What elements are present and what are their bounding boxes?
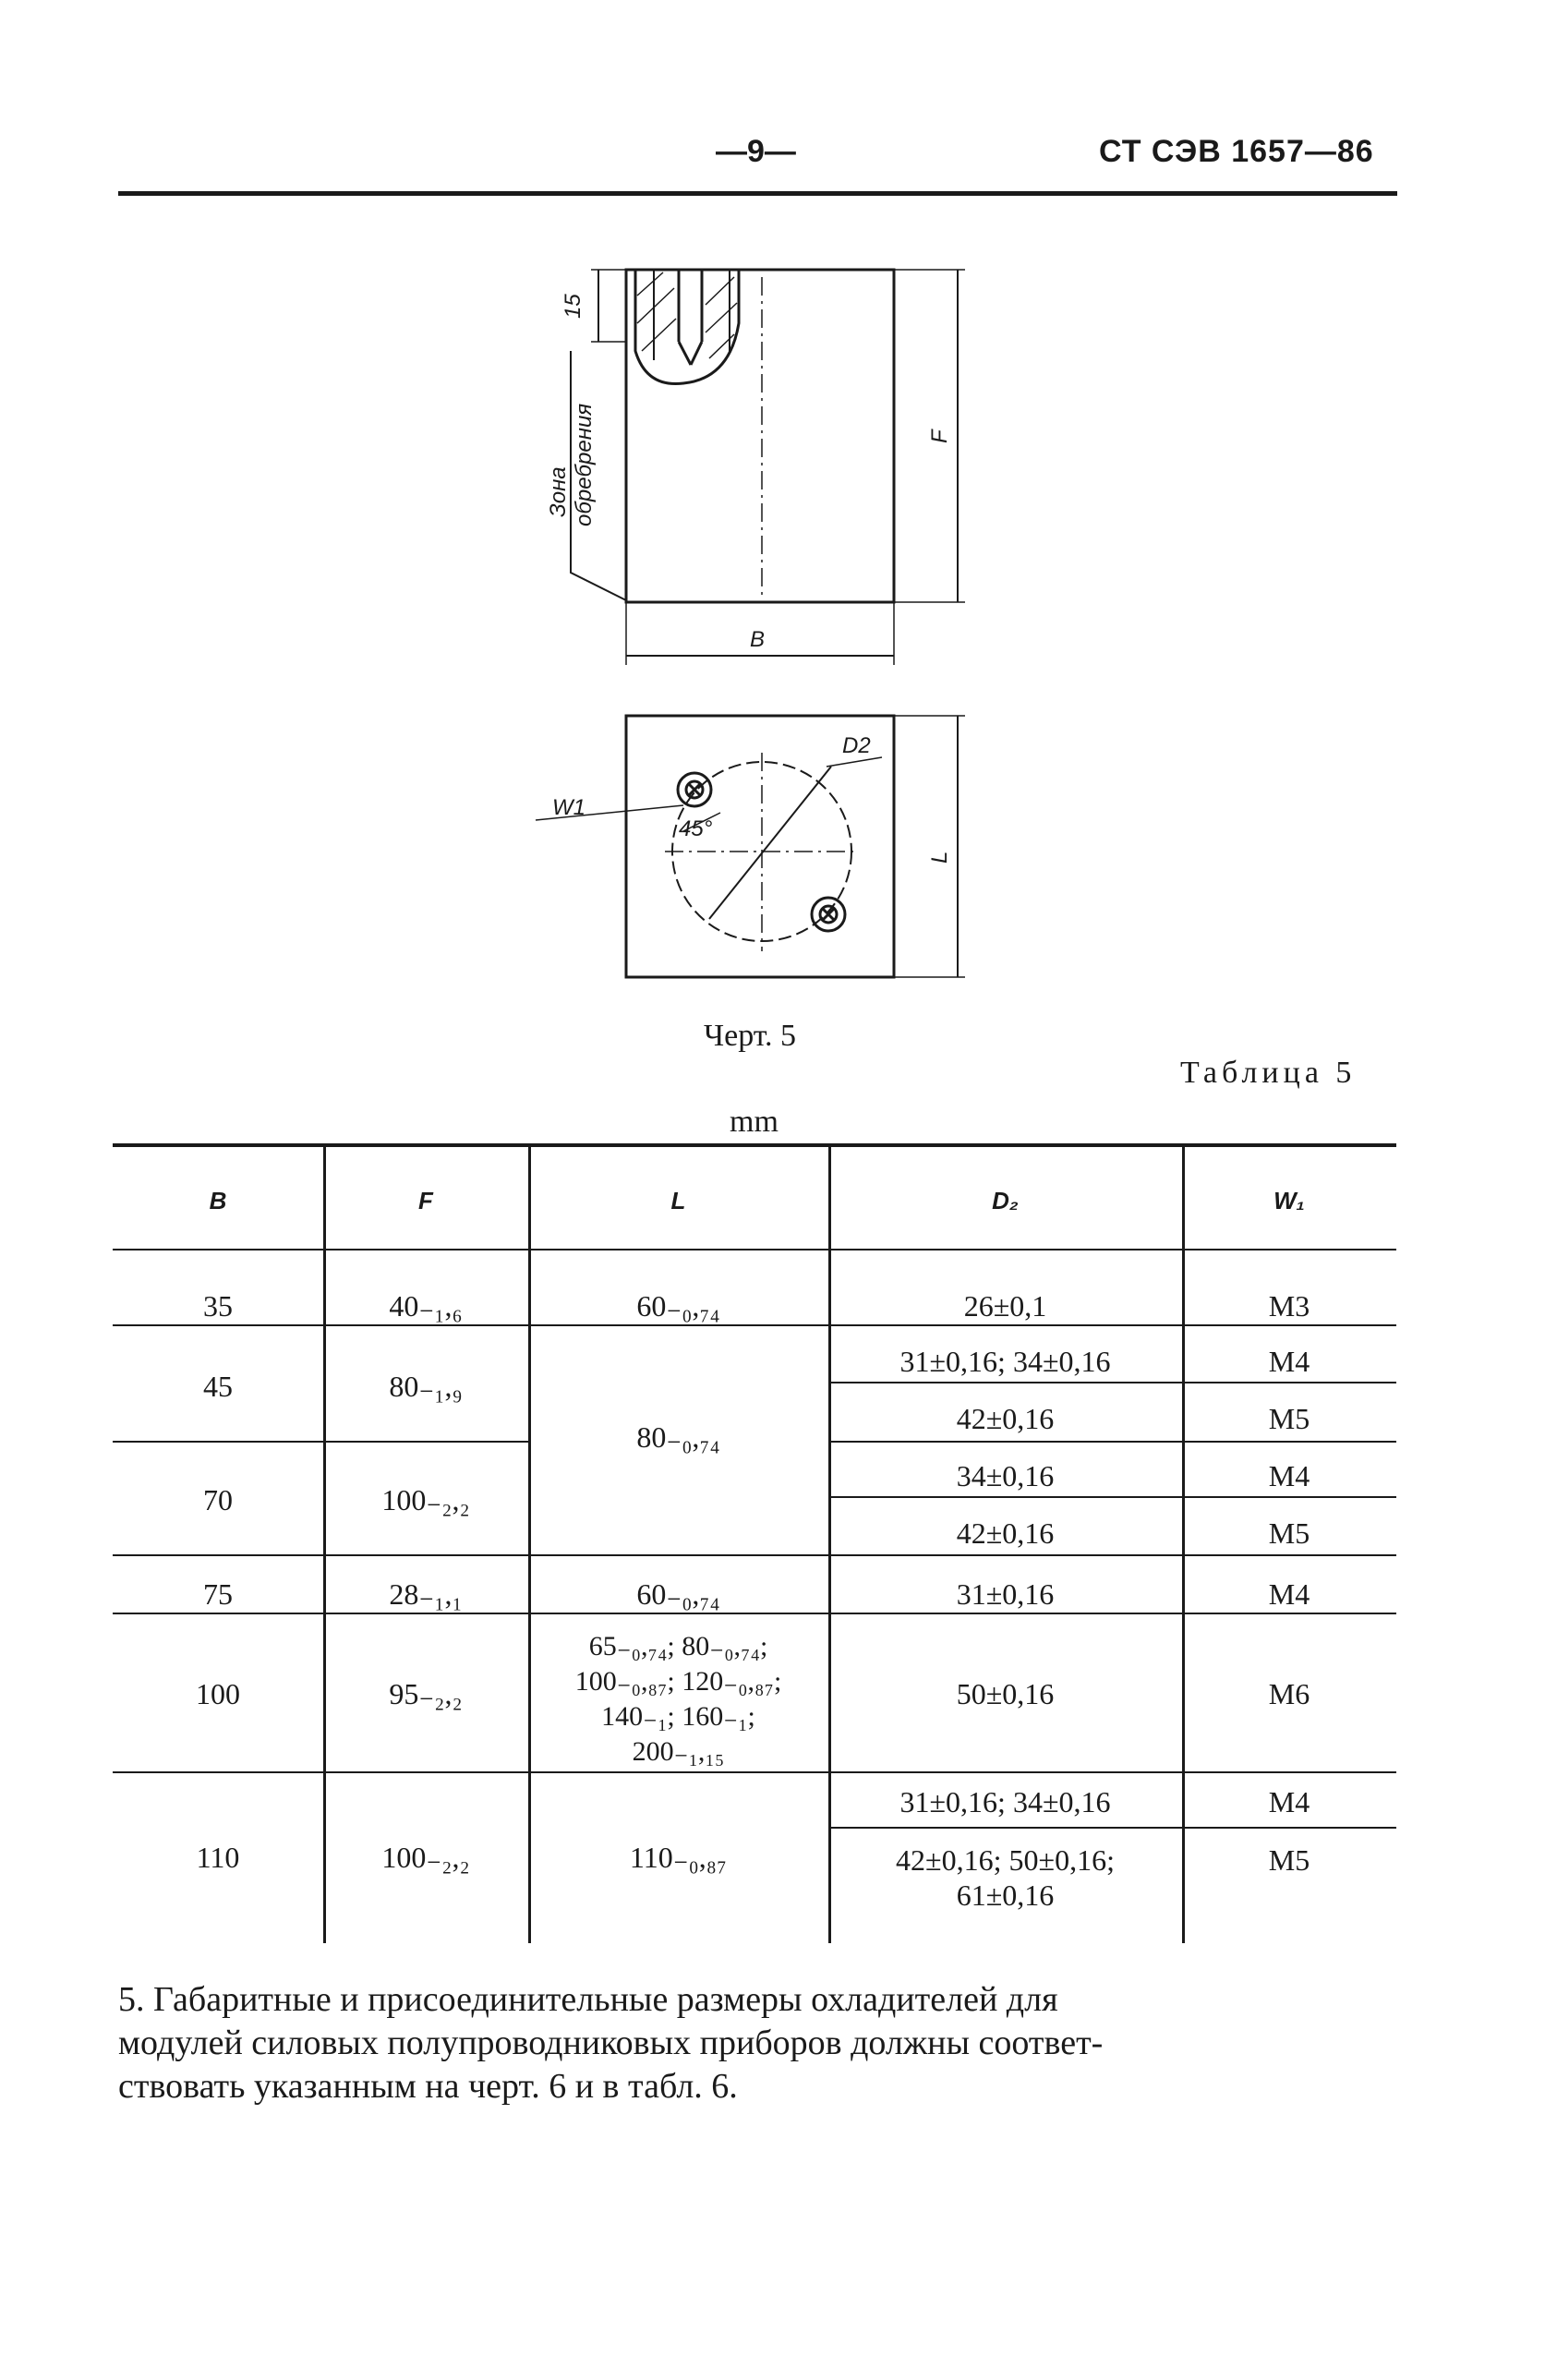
table-cell: 31±0,16; 34±0,16 bbox=[899, 1785, 1111, 1818]
table-cell: 61±0,16 bbox=[956, 1879, 1055, 1912]
table-cell: 80₋₁,₉ bbox=[389, 1370, 463, 1403]
header-rule bbox=[118, 191, 1397, 196]
table-cell: 100₋₀,₈₇; 120₋₀,₈₇; bbox=[574, 1666, 782, 1697]
paragraph-line: модулей силовых полупроводниковых прибор… bbox=[118, 2024, 1104, 2062]
angle-label: 45° bbox=[679, 816, 713, 841]
table-cell: 34±0,16 bbox=[956, 1459, 1055, 1492]
cooler-top-view bbox=[624, 714, 896, 979]
table-cell: M6 bbox=[1268, 1677, 1310, 1710]
table-cell: 50±0,16 bbox=[956, 1677, 1055, 1710]
table-cell: M4 bbox=[1268, 1577, 1310, 1611]
col-header-b: B bbox=[209, 1187, 227, 1214]
table-cell: 45 bbox=[203, 1370, 233, 1403]
paragraph-line: 5. Габаритные и присоединительные размер… bbox=[118, 1980, 1058, 2019]
figure-caption: Черт. 5 bbox=[704, 1019, 797, 1053]
table-cell: 42±0,16 bbox=[956, 1402, 1055, 1435]
table-cell: 100₋₂,₂ bbox=[381, 1841, 470, 1874]
table-cell: 42±0,16 bbox=[956, 1516, 1055, 1550]
zone-label-2: обребрения bbox=[572, 404, 597, 526]
dim-l-label: L bbox=[927, 852, 952, 864]
table-cell: M4 bbox=[1268, 1459, 1310, 1492]
standard-number: СТ СЭВ 1657—86 bbox=[1099, 134, 1374, 169]
table-cell: M5 bbox=[1268, 1843, 1310, 1877]
table-cell: 26±0,1 bbox=[963, 1289, 1047, 1323]
table-cell: 95₋₂,₂ bbox=[389, 1677, 463, 1710]
technical-drawing: 15 Зона обребрения F B D2 W1 45° L bbox=[535, 268, 965, 979]
dim-f-label: F bbox=[927, 429, 952, 443]
table-cell: 110 bbox=[196, 1841, 240, 1874]
col-header-d2: D₂ bbox=[992, 1187, 1019, 1214]
body-paragraph: 5. Габаритные и присоединительные размер… bbox=[118, 1978, 1397, 2108]
dim-15-label: 15 bbox=[561, 294, 585, 319]
table-cell: 200₋₁,₁₅ bbox=[632, 1736, 725, 1767]
table-cell: M3 bbox=[1268, 1289, 1310, 1323]
table-cell: 40₋₁,₆ bbox=[389, 1289, 463, 1323]
table-cell: 31±0,16; 34±0,16 bbox=[899, 1345, 1111, 1378]
paragraph-line: ствовать указанным на черт. 6 и в табл. … bbox=[118, 2067, 738, 2106]
table-units: mm bbox=[730, 1105, 779, 1139]
col-header-l: L bbox=[670, 1187, 686, 1214]
table-cell: 35 bbox=[203, 1289, 233, 1323]
table-cell: 28₋₁,₁ bbox=[389, 1577, 463, 1611]
table-cell: 60₋₀,₇₄ bbox=[636, 1289, 720, 1323]
table-cell: M5 bbox=[1268, 1402, 1310, 1435]
cooler-side-view bbox=[624, 268, 896, 604]
dim-w1-label: W1 bbox=[552, 795, 585, 820]
table-cell: 65₋₀,₇₄; 80₋₀,₇₄; bbox=[588, 1631, 768, 1661]
table-cell: 80₋₀,₇₄ bbox=[636, 1420, 720, 1454]
dim-d2-label: D2 bbox=[842, 733, 871, 758]
table-cell: 60₋₀,₇₄ bbox=[636, 1577, 720, 1611]
table-cell: 140₋₁; 160₋₁; bbox=[601, 1701, 755, 1732]
page-number: —9— bbox=[716, 134, 796, 169]
table-cell: 70 bbox=[203, 1483, 233, 1516]
zone-label: Зона bbox=[546, 466, 571, 517]
table-cell: 100₋₂,₂ bbox=[381, 1483, 470, 1516]
table-cell: M5 bbox=[1268, 1516, 1310, 1550]
table-cell: 75 bbox=[203, 1577, 233, 1611]
table-cell: 100 bbox=[196, 1677, 240, 1710]
table-cell: M4 bbox=[1268, 1345, 1310, 1378]
table-cell: 31±0,16 bbox=[956, 1577, 1055, 1611]
data-table: B F L D₂ W₁ 35 45 70 75 100 110 40₋₁,₆ 8… bbox=[113, 1143, 1396, 1943]
table-title: Таблица 5 bbox=[1180, 1056, 1357, 1090]
table-cell: 42±0,16; 50±0,16; bbox=[896, 1843, 1115, 1877]
table-cell: 110₋₀,₈₇ bbox=[629, 1841, 728, 1874]
col-header-f: F bbox=[418, 1187, 433, 1214]
dim-b-label: B bbox=[750, 627, 765, 652]
col-header-w1: W₁ bbox=[1273, 1187, 1305, 1214]
table-cell: M4 bbox=[1268, 1785, 1310, 1818]
